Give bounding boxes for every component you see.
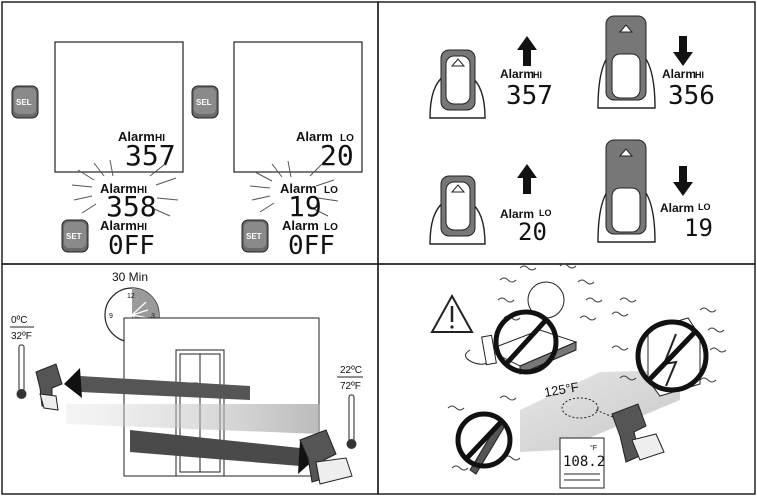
warm-temp-f: 72ºF xyxy=(340,381,361,392)
cold-temp-f: 32ºF xyxy=(11,331,32,342)
up-lo-suffix: LO xyxy=(539,208,552,218)
prohibit-slash-2 xyxy=(647,330,697,382)
lcd-screen-lo xyxy=(233,41,363,173)
warm-thermometer-icon xyxy=(348,394,355,442)
light-beam-cold xyxy=(66,404,320,434)
set-button-hi-label: SET xyxy=(66,232,82,241)
lcd-hi-suffix: HI xyxy=(155,133,165,144)
device-handle xyxy=(481,334,497,366)
panel-1-alarm-setting: Alarm HI 357 Alarm HI 358 Alarm HI 0FF S… xyxy=(11,41,363,261)
sel-button-hi-label: SEL xyxy=(16,98,32,107)
arrow-to-warm xyxy=(130,430,300,466)
flash-rays-lo xyxy=(249,160,339,217)
down-lo-value: 19 xyxy=(684,214,713,242)
hand-cold-icon xyxy=(39,393,59,411)
sel-button-hi-face xyxy=(14,88,36,114)
up-hi-label: Alarm xyxy=(500,67,534,81)
flash-lo-suffix: LO xyxy=(324,185,338,196)
panel-3-acclimation: 30 Min 12 3 6 9 0ºC 32ºF 22ºC xyxy=(10,270,363,485)
flash-lo-value: 19 xyxy=(288,190,322,223)
off-hi-label: Alarm xyxy=(100,218,137,233)
flash-rays-hi xyxy=(71,159,179,217)
up-button-hi xyxy=(429,49,486,119)
timer-label: 30 Min xyxy=(112,270,148,284)
lcd-lo-suffix: LO xyxy=(340,133,354,144)
arrow-right-head-icon xyxy=(298,440,316,474)
flash-hi-value: 358 xyxy=(106,190,157,223)
panel-4-safety: 125°F 108.2 °F xyxy=(430,263,727,489)
prohibit-icon-2 xyxy=(635,319,709,393)
measure-spot-icon xyxy=(561,397,599,419)
sel-button-lo-face xyxy=(194,88,216,114)
clock-3: 3 xyxy=(151,313,155,320)
cold-temp-c: 0ºC xyxy=(11,315,27,326)
prohibit-icon-3 xyxy=(455,411,513,469)
down-hi-suffix: HI xyxy=(695,70,704,80)
prohibit-slash-1 xyxy=(504,318,548,366)
lcd-hi-label: Alarm xyxy=(118,129,155,144)
warm-thermometer-bulb xyxy=(346,439,357,449)
off-hi-suffix: HI xyxy=(137,222,147,233)
meter-reading: 108.2 xyxy=(563,454,605,470)
surface-band xyxy=(520,370,680,452)
up-button-lo xyxy=(429,175,486,245)
hand-warm-icon xyxy=(315,457,353,485)
lightning-icon xyxy=(662,333,678,387)
heat-wavy-lines xyxy=(497,263,603,321)
prohibit-slash-3 xyxy=(464,419,504,461)
up-lo-value: 20 xyxy=(518,218,547,246)
cold-thermometer-icon xyxy=(18,344,25,392)
panel-2-adjust-buttons: Alarm HI 357 Alarm HI 356 Alarm LO 20 xyxy=(429,15,715,246)
arrow-to-cold xyxy=(80,376,250,400)
down-button-hi xyxy=(597,15,656,109)
clock-12: 12 xyxy=(127,293,135,300)
set-button-lo-label: SET xyxy=(246,232,262,241)
down-hi-value: 356 xyxy=(668,81,715,111)
lcd-lo-label: Alarm xyxy=(296,129,333,144)
off-lo-value: 0FF xyxy=(288,231,335,261)
down-button-lo xyxy=(597,139,656,243)
surface-temp: 125°F xyxy=(543,379,580,400)
prohibit-icon-1 xyxy=(493,309,559,375)
arrow-down-icon-lo xyxy=(673,166,693,196)
set-button-hi-face xyxy=(64,222,86,248)
off-hi-value: 0FF xyxy=(108,231,155,261)
up-lo-label: Alarm xyxy=(500,207,534,221)
arrow-up-icon-lo xyxy=(517,164,537,194)
flash-lo-label: Alarm xyxy=(280,181,317,196)
off-lo-label: Alarm xyxy=(282,218,319,233)
cold-thermometer-bulb xyxy=(16,389,27,399)
arrow-up-icon xyxy=(517,36,537,66)
hand-right-icon xyxy=(631,433,665,461)
set-button-lo-face xyxy=(244,222,266,248)
meter-unit: °F xyxy=(590,444,597,452)
down-hi-label: Alarm xyxy=(662,67,696,81)
warm-temp-c: 22ºC xyxy=(340,365,362,376)
down-lo-label: Alarm xyxy=(660,201,694,215)
emf-wavy-lines xyxy=(611,297,727,383)
lcd-screen-hi xyxy=(54,41,184,173)
clock-9: 9 xyxy=(109,313,113,320)
off-lo-suffix: LO xyxy=(324,222,338,233)
up-hi-value: 357 xyxy=(506,81,553,111)
panel-frame-4 xyxy=(377,263,756,495)
warning-dot xyxy=(450,325,454,329)
down-lo-suffix: LO xyxy=(698,202,711,212)
lcd-hi-value: 357 xyxy=(125,139,176,172)
flash-hi-label: Alarm xyxy=(100,181,137,196)
lcd-lo-value: 20 xyxy=(320,139,354,172)
up-hi-suffix: HI xyxy=(533,70,542,80)
sel-button-lo-label: SEL xyxy=(196,98,212,107)
arrow-left-head-icon xyxy=(64,368,82,398)
arrow-down-icon xyxy=(673,36,693,66)
flash-hi-suffix: HI xyxy=(137,185,147,196)
